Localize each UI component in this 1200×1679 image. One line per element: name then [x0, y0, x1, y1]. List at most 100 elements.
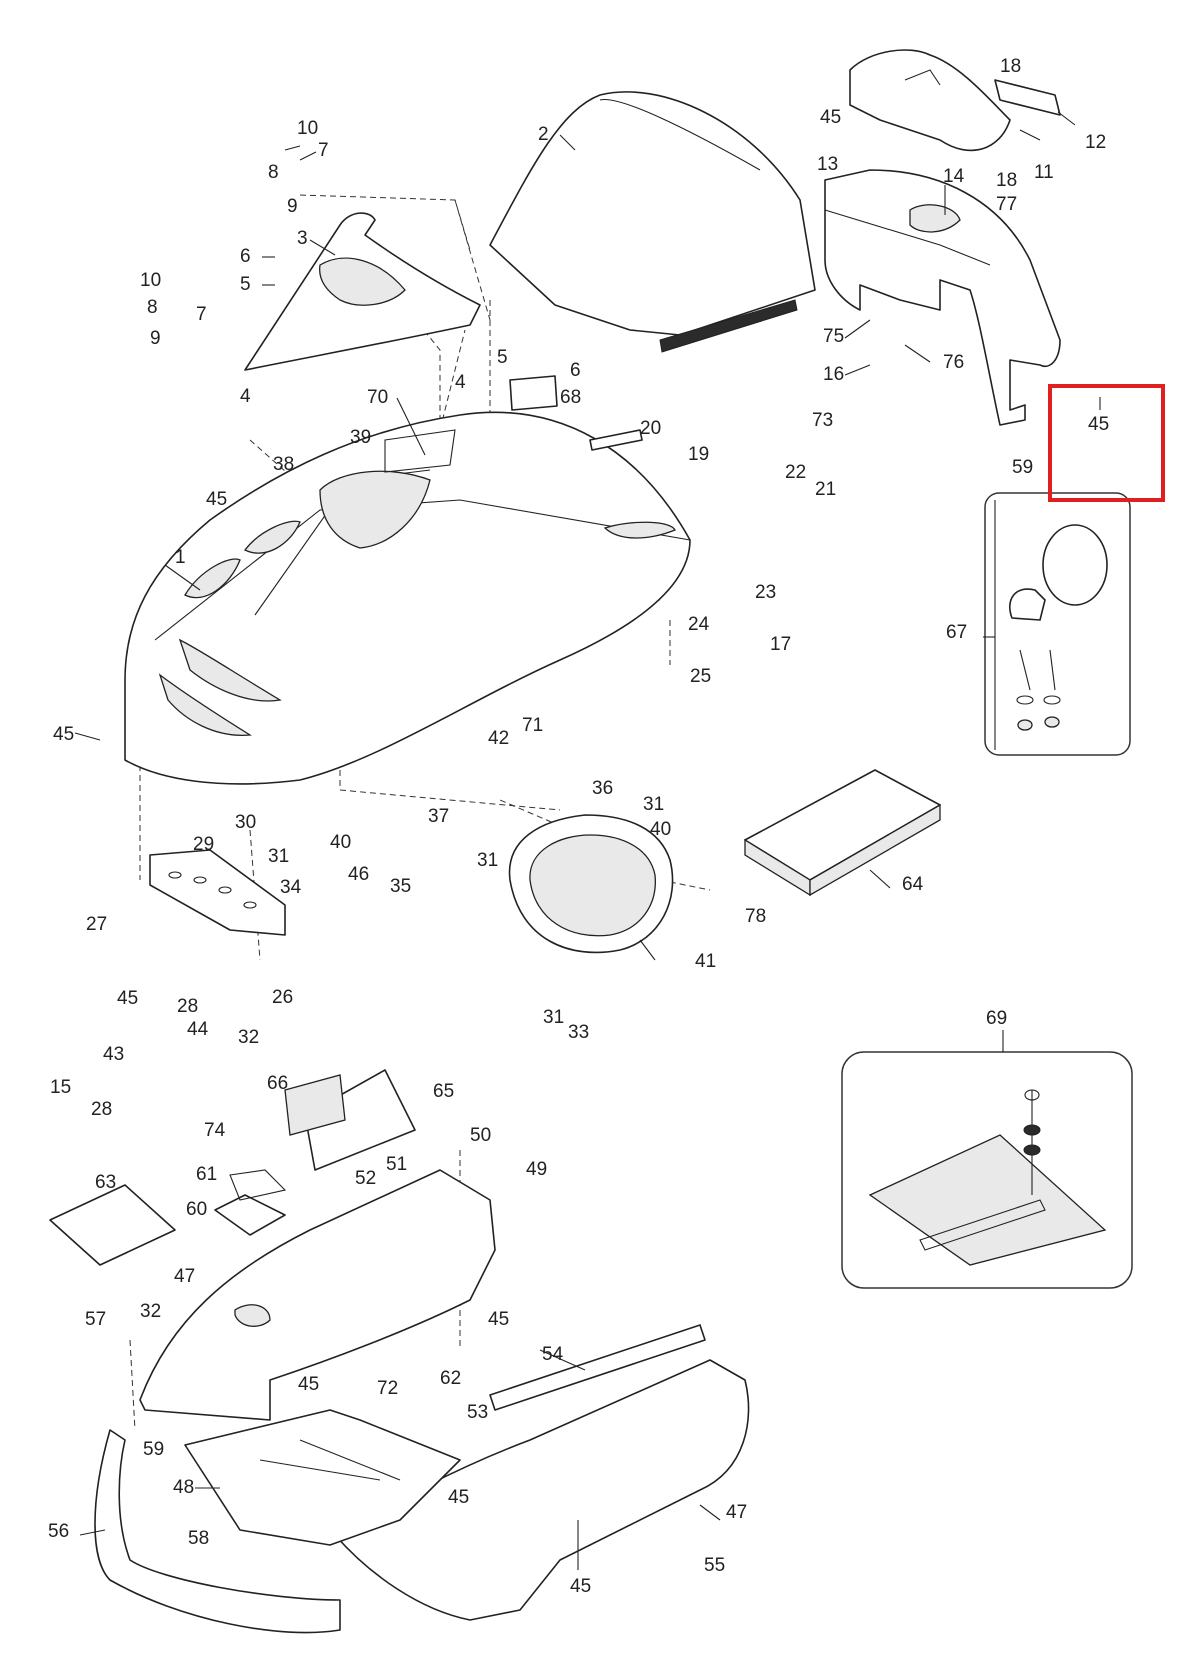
callout-45g: 45	[298, 1374, 319, 1395]
callout-32a: 32	[238, 1027, 259, 1048]
console-13[interactable]	[824, 169, 1061, 426]
callout-43: 43	[103, 1044, 124, 1065]
callout-64: 64	[902, 874, 924, 895]
callout-47a: 47	[174, 1266, 195, 1287]
foam-block-12	[994, 79, 1061, 116]
callout-8b: 8	[147, 297, 158, 318]
callout-68: 68	[560, 387, 581, 408]
callout-61: 61	[196, 1164, 217, 1185]
callout-65: 65	[433, 1081, 454, 1102]
callout-78: 78	[745, 906, 766, 927]
bracket-29[interactable]	[149, 849, 286, 936]
callout-34: 34	[280, 877, 302, 898]
mounting-inset-69[interactable]	[841, 1051, 1133, 1289]
callout-37: 37	[428, 806, 449, 827]
callout-22: 22	[785, 462, 806, 483]
callout-71: 71	[522, 715, 543, 736]
callout-76: 76	[943, 352, 964, 373]
callout-45e: 45	[117, 988, 138, 1009]
rail-54[interactable]	[489, 1324, 706, 1411]
callout-63: 63	[95, 1172, 116, 1193]
hood[interactable]	[124, 411, 691, 785]
callout-28a: 28	[177, 996, 198, 1017]
callout-58: 58	[188, 1528, 209, 1549]
callout-21: 21	[815, 479, 836, 500]
foam-64[interactable]	[744, 769, 941, 897]
callout-72: 72	[377, 1378, 398, 1399]
callout-54: 54	[542, 1344, 564, 1365]
callout-59a: 59	[1012, 457, 1033, 478]
panel-60	[214, 1194, 286, 1236]
callout-60: 60	[186, 1199, 207, 1220]
callout-46: 46	[348, 864, 369, 885]
console-cover-11[interactable]	[849, 49, 1011, 152]
callout-67: 67	[946, 622, 967, 643]
callout-59b: 59	[143, 1439, 164, 1460]
callout-49: 49	[526, 1159, 547, 1180]
callout-9b: 9	[150, 328, 161, 349]
callout-55: 55	[704, 1555, 725, 1576]
callout-23: 23	[755, 582, 776, 603]
callout-10a: 10	[297, 118, 318, 139]
callout-7a: 7	[318, 140, 329, 161]
callout-35: 35	[390, 876, 411, 897]
callout-48: 48	[173, 1477, 194, 1498]
callout-18a: 18	[1000, 56, 1021, 77]
callout-51: 51	[386, 1154, 407, 1175]
callout-45f: 45	[488, 1309, 509, 1330]
callout-39: 39	[350, 427, 371, 448]
callout-14: 14	[943, 166, 965, 187]
callout-62: 62	[440, 1368, 461, 1389]
callout-31a: 31	[268, 846, 289, 867]
callout-2: 2	[538, 124, 549, 145]
windshield-trim[interactable]	[244, 212, 481, 371]
callout-70: 70	[367, 387, 388, 408]
floor-pan-48[interactable]	[184, 1409, 461, 1546]
bumper-56[interactable]	[94, 1429, 341, 1634]
callout-45d: 45	[1088, 414, 1109, 435]
callout-19: 19	[688, 444, 709, 465]
callout-30: 30	[235, 812, 256, 833]
callout-15: 15	[50, 1077, 71, 1098]
callout-75: 75	[823, 326, 844, 347]
callout-4a: 4	[240, 386, 251, 407]
callout-47b: 47	[726, 1502, 747, 1523]
callout-33: 33	[568, 1022, 589, 1043]
callout-57: 57	[85, 1309, 106, 1330]
callout-8a: 8	[268, 162, 279, 183]
leader-lines	[74, 111, 1101, 1570]
callout-31b: 31	[477, 850, 498, 871]
panel-65	[304, 1069, 416, 1171]
callout-12: 12	[1085, 132, 1106, 153]
callout-50: 50	[470, 1125, 491, 1146]
callout-4b: 4	[455, 372, 466, 393]
callout-44: 44	[187, 1019, 209, 1040]
callout-29: 29	[193, 834, 214, 855]
highlight-box	[1048, 384, 1165, 502]
callout-36: 36	[592, 778, 613, 799]
mirror-kit-inset-67[interactable]	[984, 492, 1131, 756]
callout-69: 69	[986, 1008, 1007, 1029]
callout-38: 38	[273, 454, 294, 475]
decal-68	[509, 375, 558, 411]
headlight-41[interactable]	[508, 814, 674, 954]
callout-6a: 6	[240, 246, 251, 267]
callout-5a: 5	[240, 274, 251, 295]
callout-13: 13	[817, 154, 838, 175]
windshield[interactable]	[489, 91, 816, 353]
callout-52: 52	[355, 1168, 376, 1189]
callout-16: 16	[823, 364, 844, 385]
callout-45c: 45	[820, 107, 841, 128]
callout-1: 1	[175, 547, 186, 568]
belly-pan-47[interactable]	[139, 1169, 496, 1421]
callout-73: 73	[812, 410, 833, 431]
callout-45a: 45	[206, 489, 227, 510]
callout-45b: 45	[53, 724, 74, 745]
panel-61	[229, 1169, 287, 1201]
callout-40a: 40	[330, 832, 351, 853]
callout-31d: 31	[543, 1007, 564, 1028]
callout-20: 20	[640, 418, 661, 439]
callout-labels: 10 7 8 9 2 3 6 5 10 8 7 9 4 4 5 6 70 68 …	[48, 56, 1109, 1597]
